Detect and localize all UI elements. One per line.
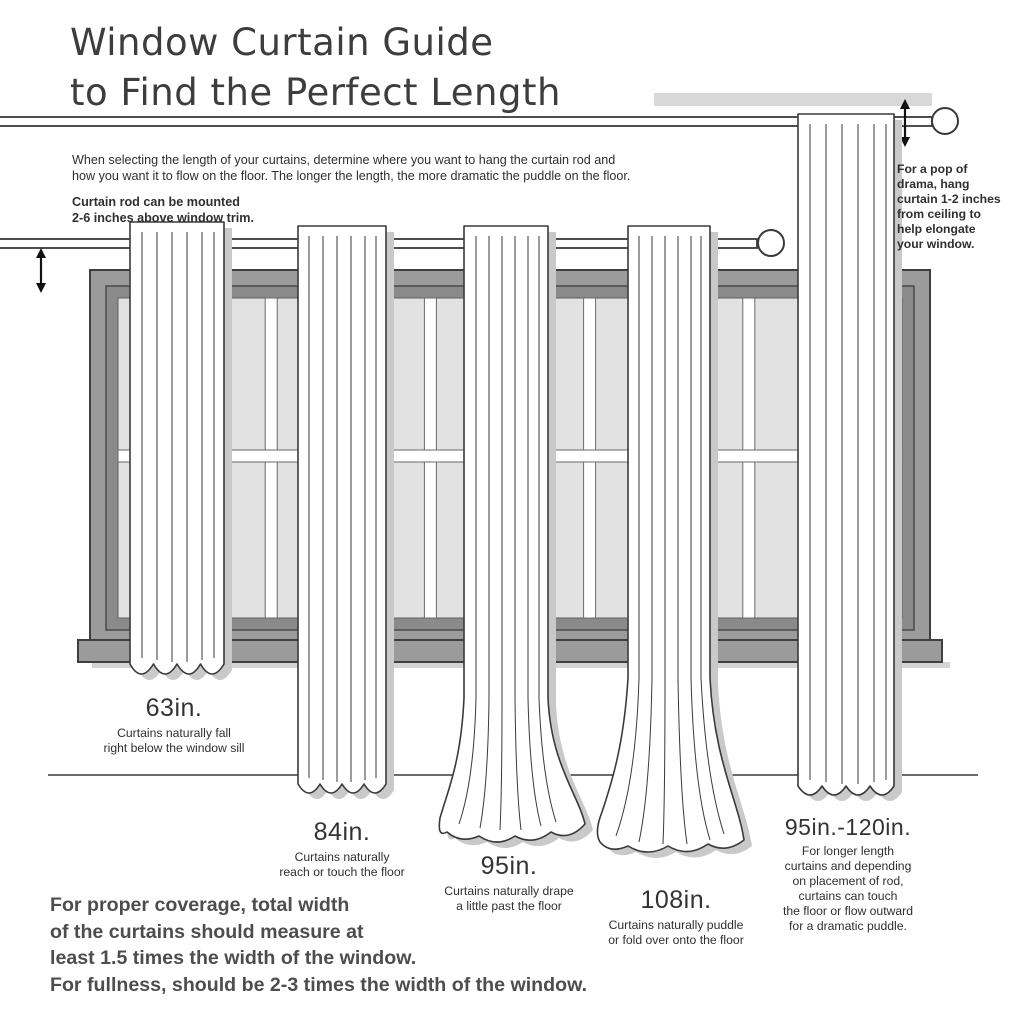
curtain-108in-panel bbox=[596, 225, 745, 853]
curtain-95-120in bbox=[797, 113, 902, 801]
curtain-84in-folds bbox=[308, 236, 377, 782]
curtain-108in bbox=[596, 225, 752, 858]
curtain-description-95-120in: For longer length curtains and depending… bbox=[782, 844, 914, 933]
curtain-length-84in: 84in. bbox=[313, 818, 371, 846]
page-title: Window Curtain Guide to Find the Perfect… bbox=[70, 21, 561, 114]
curtain-description-95in: Curtains naturally drape a little past t… bbox=[444, 884, 574, 913]
ceiling-gap-arrow-icon bbox=[900, 99, 910, 147]
ceiling-drama-note: For a pop of drama, hang curtain 1-2 inc… bbox=[897, 162, 1001, 251]
curtain-label-63in: 63in. Curtains naturally fall right belo… bbox=[86, 694, 262, 756]
curtain-label-84in: 84in. Curtains naturally reach or touch … bbox=[254, 818, 430, 880]
curtain-label-95in: 95in. Curtains naturally drape a little … bbox=[421, 852, 597, 914]
curtain-84in-panel bbox=[297, 225, 387, 794]
curtain-95-120in-panel bbox=[797, 113, 895, 796]
ceiling-bar bbox=[654, 93, 932, 106]
curtain-95in bbox=[438, 225, 593, 848]
ceiling-rod-finial-icon bbox=[931, 107, 959, 135]
curtain-63in bbox=[129, 221, 232, 680]
mount-height-arrow-icon bbox=[36, 248, 46, 293]
curtain-description-108in: Curtains naturally puddle or fold over o… bbox=[608, 918, 744, 947]
intro-text: When selecting the length of your curtai… bbox=[72, 153, 631, 183]
curtain-description-63in: Curtains naturally fall right below the … bbox=[103, 726, 245, 755]
curtain-95-120in-folds bbox=[809, 124, 887, 784]
curtain-63in-folds bbox=[141, 232, 215, 662]
curtain-length-63in: 63in. bbox=[145, 694, 203, 722]
curtain-95in-folds bbox=[458, 236, 557, 831]
curtain-108in-folds bbox=[615, 236, 725, 845]
curtain-63in-panel bbox=[129, 221, 225, 675]
ceiling-curtain-rod bbox=[0, 116, 933, 127]
curtain-length-95-120in: 95in.-120in. bbox=[784, 814, 912, 840]
curtain-length-108in: 108in. bbox=[640, 886, 712, 914]
curtain-label-95-120in: 95in.-120in. For longer length curtains … bbox=[760, 814, 936, 934]
curtain-label-108in: 108in. Curtains naturally puddle or fold… bbox=[588, 886, 764, 948]
rod-mount-note: Curtain rod can be mounted 2-6 inches ab… bbox=[72, 195, 254, 225]
curtain-length-95in: 95in. bbox=[480, 852, 538, 880]
curtain-84in bbox=[297, 225, 394, 799]
curtain-rod-finial-icon bbox=[757, 229, 785, 257]
coverage-note: For proper coverage, total width of the … bbox=[50, 894, 588, 996]
curtain-description-84in: Curtains naturally reach or touch the fl… bbox=[279, 850, 405, 879]
